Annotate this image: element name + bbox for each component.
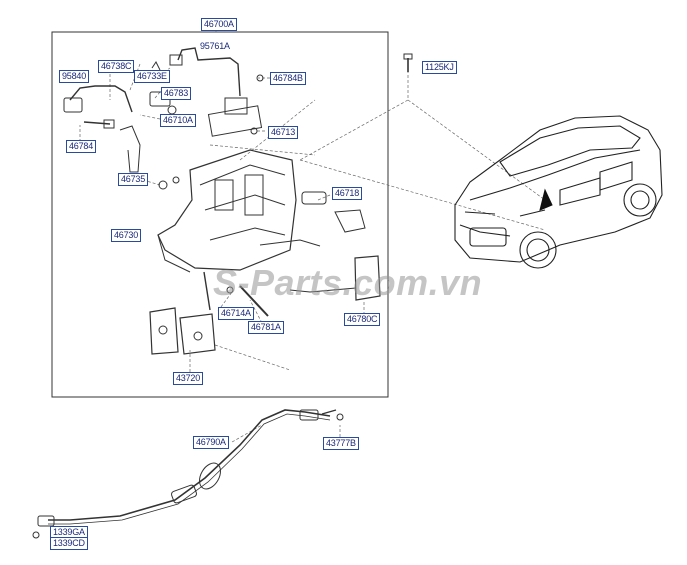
cable-tip xyxy=(321,409,337,415)
part-label-1125KJ[interactable]: 1125KJ xyxy=(422,61,457,74)
sensor-46718 xyxy=(301,191,327,205)
part-label-95761A[interactable]: 95761A xyxy=(200,41,230,51)
bolt-head-46784 xyxy=(103,119,115,129)
part-label-46738C[interactable]: 46738C xyxy=(98,60,135,73)
part-label-46780C[interactable]: 46780C xyxy=(344,313,381,326)
bracket-46784B xyxy=(207,105,263,137)
hole-43720-2 xyxy=(193,331,203,341)
rod-end-95761A xyxy=(169,54,183,66)
nut-46735 xyxy=(172,176,180,184)
housing-base xyxy=(157,234,191,273)
part-label-46718[interactable]: 46718 xyxy=(332,187,363,200)
pin-46733E xyxy=(151,61,161,71)
shaft-46781A xyxy=(239,285,269,317)
cable-95840 xyxy=(69,85,133,113)
rod-95761A xyxy=(177,47,241,97)
wire-46780C xyxy=(289,287,357,293)
housing-ridge-3 xyxy=(209,227,286,241)
bolt-head-1125KJ xyxy=(403,53,413,60)
part-label-46735[interactable]: 46735 xyxy=(118,173,149,186)
clip-46713 xyxy=(250,127,258,135)
shifter-highlight xyxy=(539,188,553,211)
shift-cable-46790A xyxy=(48,409,331,521)
housing-ridge-2 xyxy=(204,194,286,211)
housing-ridge xyxy=(199,164,286,186)
part-label-46733E[interactable]: 46733E xyxy=(134,70,170,83)
part-label-46714A[interactable]: 46714A xyxy=(218,307,254,320)
part-label-46710A[interactable]: 46710A xyxy=(160,114,196,127)
bracket-43720-left xyxy=(149,307,179,355)
part-label-46713[interactable]: 46713 xyxy=(268,126,299,139)
part-label-43720[interactable]: 43720 xyxy=(173,372,204,385)
ring-46783 xyxy=(167,105,177,115)
lever-top xyxy=(224,97,248,115)
washer-46735 xyxy=(158,180,168,190)
shift-cable-inner xyxy=(48,413,331,525)
bolt-46784 xyxy=(83,121,111,125)
cable-end-upper xyxy=(299,409,319,421)
part-label-46784B[interactable]: 46784B xyxy=(270,72,306,85)
pin-46714A xyxy=(226,286,234,294)
switch-95840 xyxy=(63,97,83,113)
part-label-46700A[interactable]: 46700A xyxy=(201,18,237,31)
part-label-46783[interactable]: 46783 xyxy=(161,87,192,100)
vehicle-illustration xyxy=(454,115,663,269)
part-label-43777B[interactable]: 43777B xyxy=(323,437,359,450)
bracket-43720-right xyxy=(179,313,216,355)
part-label-95840[interactable]: 95840 xyxy=(59,70,90,83)
unit-46780C xyxy=(354,255,381,301)
part-label-46730[interactable]: 46730 xyxy=(111,229,142,242)
part-label-46781A[interactable]: 46781A xyxy=(248,321,284,334)
nut-1339CD xyxy=(32,531,40,539)
clip-43777B xyxy=(336,413,344,421)
cable-sleeve xyxy=(171,484,197,504)
bracket-46718 xyxy=(334,209,366,233)
hole-43720 xyxy=(158,325,168,335)
clip-46784B xyxy=(256,74,264,82)
housing-slot xyxy=(214,179,234,211)
part-label-1339CD[interactable]: 1339CD xyxy=(50,537,88,550)
cable-end-lower xyxy=(37,515,55,527)
housing-slot-2 xyxy=(244,174,264,216)
grommet-46790A xyxy=(199,462,221,490)
assembly-frame xyxy=(51,31,389,398)
watermark: S-Parts.com.vn xyxy=(213,262,483,303)
stem-43720 xyxy=(203,271,211,311)
housing-46730 xyxy=(157,149,297,271)
rail-46730 xyxy=(259,239,321,247)
lever-46735 xyxy=(119,125,141,173)
part-label-46784[interactable]: 46784 xyxy=(66,140,97,153)
leader-lines xyxy=(79,26,546,443)
part-label-46790A[interactable]: 46790A xyxy=(193,436,229,449)
